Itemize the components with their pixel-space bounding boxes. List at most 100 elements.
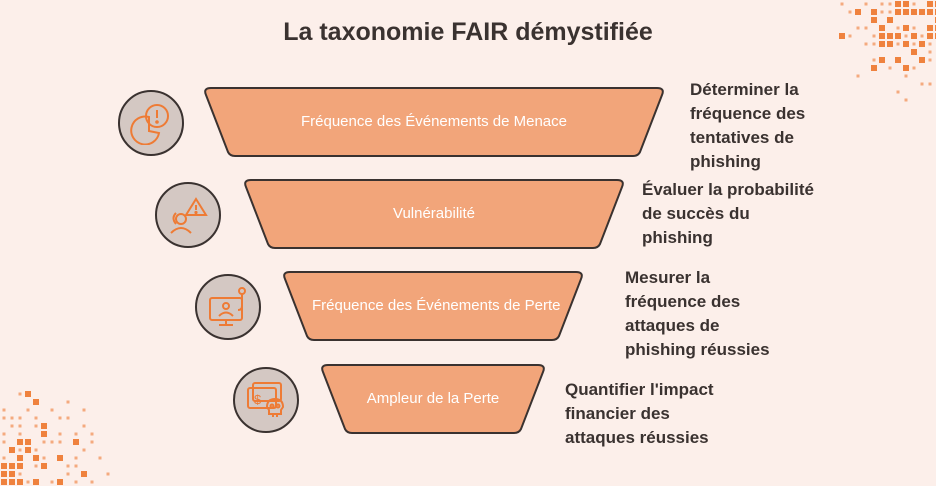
decorative-pixel	[912, 42, 916, 46]
decorative-pixel	[879, 57, 885, 63]
decorative-pixel	[888, 66, 892, 70]
decorative-pixel	[10, 416, 14, 420]
funnel-tier-3: Fréquence des Événements de Perte	[282, 270, 584, 342]
decorative-pixel	[74, 464, 78, 468]
decorative-pixel	[66, 464, 70, 468]
decorative-pixel	[66, 400, 70, 404]
decorative-pixel	[90, 440, 94, 444]
decorative-pixel	[2, 432, 6, 436]
decorative-pixel	[58, 432, 62, 436]
decorative-pixel	[912, 66, 916, 70]
decorative-pixel	[888, 2, 892, 6]
decorative-pixel	[927, 33, 933, 39]
decorative-pixel	[18, 424, 22, 428]
decorative-pixel	[896, 42, 900, 46]
decorative-pixel	[887, 41, 893, 47]
decorative-pixel	[66, 416, 70, 420]
decorative-pixel	[919, 41, 925, 47]
money-skull-icon: $	[247, 382, 285, 417]
decorative-pixel	[98, 456, 102, 460]
decorative-pixel	[25, 439, 31, 445]
decorative-pixel	[848, 10, 852, 14]
decorative-pixel	[928, 42, 932, 46]
decorative-pixel	[887, 33, 893, 39]
decorative-pixel	[871, 65, 877, 71]
funnel-tier-1: Fréquence des Événements de Menace	[203, 86, 665, 158]
funnel-tier-4: Ampleur de la Perte	[320, 363, 546, 435]
decorative-pixel	[855, 9, 861, 15]
decorative-pixel	[34, 424, 38, 428]
decorative-pixel	[81, 471, 87, 477]
decorative-pixel	[903, 65, 909, 71]
decorative-pixel	[90, 480, 94, 484]
decorative-pixel	[82, 408, 86, 412]
decorative-pixel	[18, 432, 22, 436]
decorative-pixel	[74, 480, 78, 484]
decorative-pixel	[896, 26, 900, 30]
decorative-pixel	[66, 472, 70, 476]
decorative-pixel	[17, 479, 23, 485]
decorative-pixel	[920, 34, 924, 38]
decorative-pixel	[904, 98, 908, 102]
decorative-pixel	[18, 416, 22, 420]
decorative-pixel	[903, 9, 909, 15]
decorative-pixel	[41, 463, 47, 469]
decorative-pixel	[90, 432, 94, 436]
decorative-pixel	[920, 82, 924, 86]
decorative-pixel	[904, 74, 908, 78]
decorative-pixel	[887, 17, 893, 23]
decorative-pixel	[9, 471, 15, 477]
decorative-pixel	[911, 9, 917, 15]
decorative-pixel	[41, 423, 47, 429]
decorative-pixel	[9, 447, 15, 453]
decorative-pixel	[903, 41, 909, 47]
decorative-pixel	[911, 49, 917, 55]
decorative-pixel	[888, 10, 892, 14]
person-warning-icon	[170, 197, 208, 234]
decorative-pixel	[895, 9, 901, 15]
decorative-pixel	[34, 448, 38, 452]
tier-3-label: Fréquence des Événements de Perte	[312, 297, 561, 314]
decorative-pixel	[848, 34, 852, 38]
decorative-pixel	[2, 408, 6, 412]
decorative-pixel	[41, 431, 47, 437]
decorative-pixel	[18, 472, 22, 476]
decorative-pixel	[896, 90, 900, 94]
decorative-pixel	[879, 33, 885, 39]
decorative-pixel	[106, 472, 110, 476]
decorative-pixel	[928, 58, 932, 62]
decorative-pixel	[34, 464, 38, 468]
decorative-pixel	[839, 33, 845, 39]
decorative-pixel	[26, 408, 30, 412]
decorative-pixel	[2, 440, 6, 444]
decorative-pixel	[904, 34, 908, 38]
decorative-pixel	[18, 392, 22, 396]
decorative-pixel	[33, 479, 39, 485]
decorative-pixel	[18, 448, 22, 452]
decorative-pixel	[880, 10, 884, 14]
decorative-pixel	[2, 456, 6, 460]
decorative-pixel	[871, 17, 877, 23]
decorative-pixel	[928, 50, 932, 54]
decorative-pixel	[864, 42, 868, 46]
decorative-pixel	[9, 479, 15, 485]
funnel-tier-2: Vulnérabilité	[243, 178, 625, 250]
decorative-pixel	[9, 463, 15, 469]
decorative-pixel	[895, 1, 901, 7]
decorative-pixel	[57, 455, 63, 461]
decorative-pixel	[872, 58, 876, 62]
decorative-pixel	[879, 25, 885, 31]
tier-4-icon-circle: $	[233, 367, 299, 433]
decorative-pixel	[2, 416, 6, 420]
decorative-pixel	[927, 9, 933, 15]
decorative-pixel	[927, 25, 933, 31]
decorative-pixel	[912, 2, 916, 6]
tier-4-description: Quantifier l'impact financier des attaqu…	[565, 380, 714, 447]
decorative-pixel	[864, 26, 868, 30]
decorative-pixel	[911, 33, 917, 39]
tier-1-description: Déterminer la fréquence des tentatives d…	[690, 80, 806, 171]
pixel-pattern-bottom-left	[1, 391, 110, 485]
tier-1-icon-circle	[118, 90, 184, 156]
monitor-hook-icon	[209, 287, 246, 326]
decorative-pixel	[871, 9, 877, 15]
